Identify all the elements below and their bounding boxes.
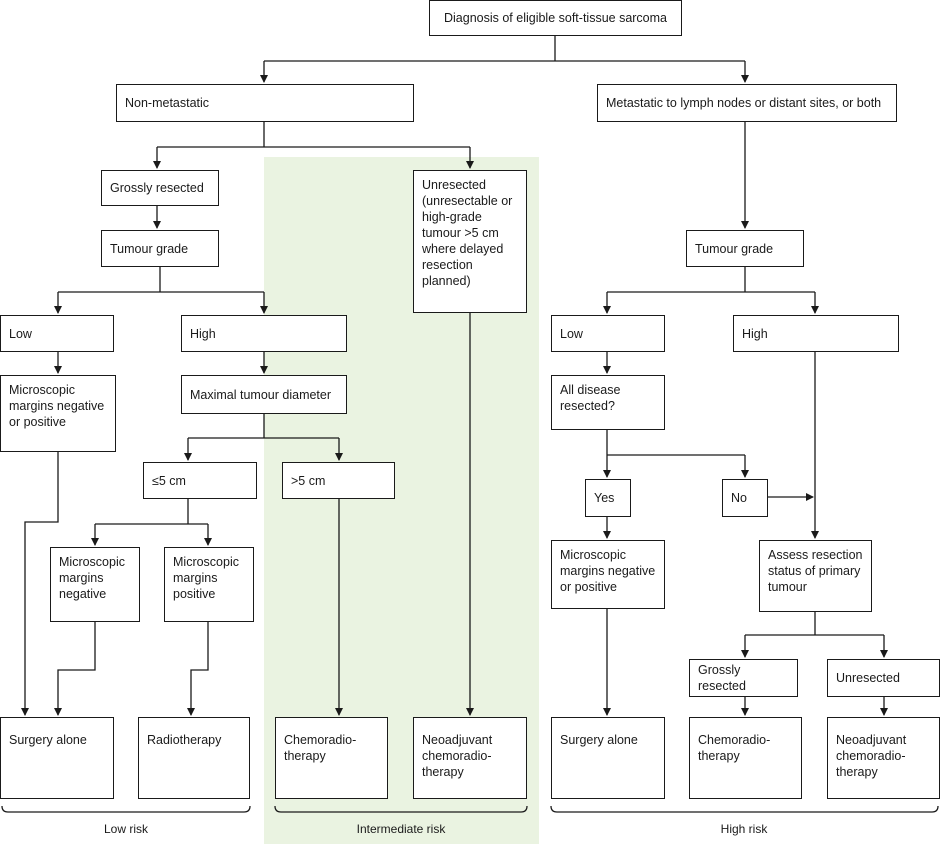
- node-neoadjuvant-mid: Neoadjuvant chemoradio- therapy: [413, 717, 527, 799]
- node-surgery-alone-left: Surgery alone: [0, 717, 114, 799]
- node-assess-resection: Assess resection status of primary tumou…: [759, 540, 872, 612]
- node-all-disease-resected: All disease resected?: [551, 375, 665, 430]
- node-high-right: High: [733, 315, 899, 352]
- node-chemoradiotherapy-mid: Chemoradio- therapy: [275, 717, 388, 799]
- intermediate-risk-label: Intermediate risk: [356, 822, 446, 836]
- node-margins-negative: Microscopic margins negative: [50, 547, 140, 622]
- node-grossly-resected: Grossly resected: [101, 170, 219, 206]
- node-margins-neg-pos-right: Microscopic margins negative or positive: [551, 540, 665, 609]
- node-le5cm: ≤5 cm: [143, 462, 257, 499]
- node-low-right: Low: [551, 315, 665, 352]
- node-unresected: Unresected (unresectable or high-grade t…: [413, 170, 527, 313]
- node-yes: Yes: [585, 479, 631, 517]
- node-radiotherapy: Radiotherapy: [138, 717, 250, 799]
- node-low-left: Low: [0, 315, 114, 352]
- node-chemoradiotherapy-right: Chemoradio- therapy: [689, 717, 802, 799]
- node-max-tumour-diameter: Maximal tumour diameter: [181, 375, 347, 414]
- node-grossly-resected-right: Grossly resected: [689, 659, 798, 697]
- node-margins-positive: Microscopic margins positive: [164, 547, 254, 622]
- low-risk-label: Low risk: [103, 822, 148, 836]
- node-diagnosis: Diagnosis of eligible soft-tissue sarcom…: [429, 0, 682, 36]
- node-non-metastatic: Non-metastatic: [116, 84, 414, 122]
- node-unresected-right: Unresected: [827, 659, 940, 697]
- node-metastatic: Metastatic to lymph nodes or distant sit…: [597, 84, 897, 122]
- node-tumour-grade-right: Tumour grade: [686, 230, 804, 267]
- high-risk-label: High risk: [720, 822, 768, 836]
- node-neoadjuvant-right: Neoadjuvant chemoradio- therapy: [827, 717, 940, 799]
- node-tumour-grade-left: Tumour grade: [101, 230, 219, 267]
- node-gt5cm: >5 cm: [282, 462, 395, 499]
- node-margins-neg-pos-left: Microscopic margins negative or positive: [0, 375, 116, 452]
- node-surgery-alone-right: Surgery alone: [551, 717, 665, 799]
- node-no: No: [722, 479, 768, 517]
- node-high-left: High: [181, 315, 347, 352]
